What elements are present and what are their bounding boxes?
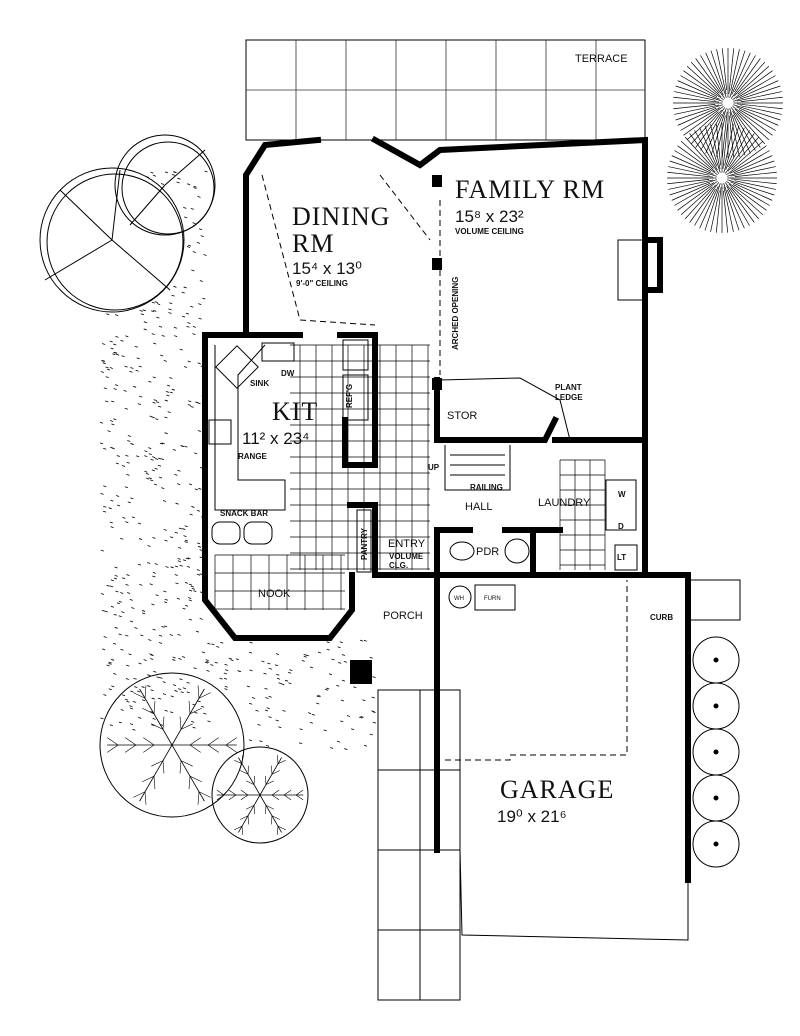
tree-outline-icon bbox=[39, 134, 216, 313]
laundry-label: LAUNDRY bbox=[538, 497, 591, 509]
shrub-row-icon bbox=[692, 636, 740, 868]
tile-floor bbox=[214, 344, 606, 610]
storage-label: STOR bbox=[447, 410, 477, 422]
snack-bar-label: SNACK BAR bbox=[220, 509, 268, 518]
garage-label: GARAGE bbox=[500, 775, 614, 804]
curb-label: CURB bbox=[650, 613, 673, 622]
kitchen-dims: 11² x 23⁴ bbox=[242, 429, 309, 448]
family-ceiling-note: VOLUME CEILING bbox=[455, 227, 524, 236]
entry-volume-label: VOLUME bbox=[389, 552, 424, 561]
terrace bbox=[245, 39, 646, 141]
dryer-label: D bbox=[618, 522, 624, 531]
terrace-label: TERRACE bbox=[575, 53, 628, 65]
arched-opening-label: ARCHED OPENING bbox=[451, 277, 460, 350]
dining-ceiling-note: 9'-0" CEILING bbox=[296, 279, 348, 288]
ground-cover bbox=[99, 170, 377, 750]
furnace-label: FURN bbox=[484, 596, 501, 602]
round-tree-icon bbox=[99, 672, 309, 844]
dining-room-label-2: RM bbox=[292, 229, 334, 258]
hall-label: HALL bbox=[465, 501, 493, 513]
kitchen-label: KIT bbox=[272, 397, 318, 426]
dishwasher-label: DW bbox=[281, 369, 295, 378]
range-label: RANGE bbox=[238, 452, 268, 461]
laundry-tub-label: LT bbox=[617, 553, 626, 562]
pantry-label: PANTRY bbox=[360, 527, 369, 560]
sink-label: SINK bbox=[250, 379, 269, 388]
family-room-dims: 15⁸ x 23² bbox=[455, 207, 524, 226]
dining-room-dims: 15⁴ x 13⁰ bbox=[292, 259, 362, 278]
family-room-label: FAMILY RM bbox=[455, 175, 605, 204]
nook-label: NOOK bbox=[258, 588, 291, 600]
porch-label: PORCH bbox=[383, 610, 423, 622]
stairs-up-label: UP bbox=[428, 463, 440, 472]
washer-label: W bbox=[618, 490, 626, 499]
plant-ledge-label-2: LEDGE bbox=[555, 393, 583, 402]
dining-room-label: DINING bbox=[292, 202, 390, 231]
entry-label: ENTRY bbox=[388, 538, 426, 550]
refrigerator-label: REF'G bbox=[345, 384, 354, 408]
railing-label: RAILING bbox=[470, 483, 503, 492]
fixtures bbox=[208, 174, 741, 1001]
powder-room-label: PDR bbox=[476, 546, 499, 558]
entry-clg-label: CLG. bbox=[389, 561, 408, 570]
plant-ledge-label: PLANT bbox=[555, 383, 582, 392]
water-heater-label: WH bbox=[454, 596, 464, 602]
starburst-tree-icon bbox=[667, 48, 783, 233]
garage-dims: 19⁰ x 21⁶ bbox=[497, 807, 567, 826]
